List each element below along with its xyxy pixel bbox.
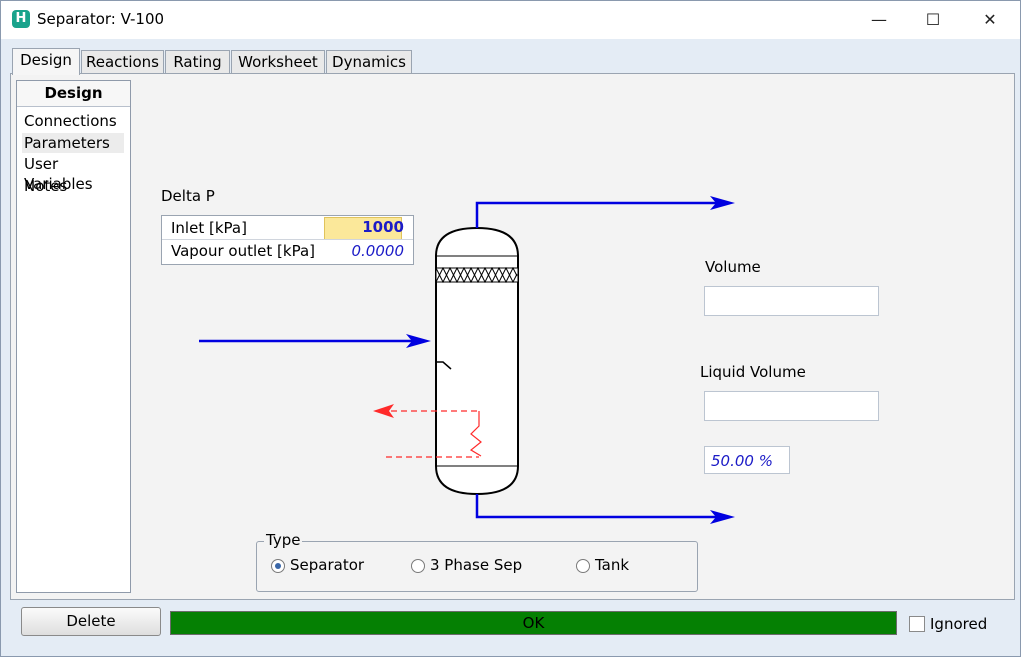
tab-rating[interactable]: Rating xyxy=(165,50,230,74)
table-divider xyxy=(162,239,413,240)
sidebar-item-user-variables[interactable]: User Variables xyxy=(24,155,93,193)
maximize-button[interactable]: ☐ xyxy=(925,10,941,29)
liquid-volume-field[interactable] xyxy=(704,391,879,421)
design-sidebar: Design Connections Parameters User Varia… xyxy=(16,80,131,593)
title-bar: H Separator: V-100 — ☐ ✕ xyxy=(1,1,1020,39)
vapour-outlet-label: Vapour outlet [kPa] xyxy=(171,242,315,260)
minimize-button[interactable]: — xyxy=(871,10,887,29)
demister-pad xyxy=(435,266,519,284)
radio-tank-label[interactable]: Tank xyxy=(595,556,630,574)
app-icon: H xyxy=(12,10,30,28)
inlet-baffle xyxy=(436,361,452,370)
vapour-outlet-stream[interactable] xyxy=(475,196,735,228)
liquid-outlet-stream[interactable] xyxy=(475,494,735,524)
type-group xyxy=(256,541,698,592)
separator-diagram xyxy=(199,196,735,524)
radio-3-phase-sep-label[interactable]: 3 Phase Sep xyxy=(430,556,523,574)
radio-separator-label[interactable]: Separator xyxy=(290,556,365,574)
volume-field[interactable] xyxy=(704,286,879,316)
vessel-shape xyxy=(435,226,519,496)
ignored-checkbox[interactable] xyxy=(909,616,925,632)
inlet-value[interactable]: 1000 xyxy=(362,218,404,236)
tab-dynamics[interactable]: Dynamics xyxy=(326,50,412,74)
sidebar-item-parameters[interactable]: Parameters xyxy=(22,133,124,153)
tab-design[interactable]: Design xyxy=(12,48,80,75)
vapour-outlet-value[interactable]: 0.0000 xyxy=(351,242,405,260)
radio-tank[interactable] xyxy=(576,559,590,573)
feed-stream[interactable] xyxy=(199,334,431,348)
close-button[interactable]: ✕ xyxy=(983,10,997,29)
radio-separator[interactable] xyxy=(271,559,285,573)
energy-stream[interactable] xyxy=(373,404,482,458)
liquid-level-percent-field[interactable]: 50.00 % xyxy=(704,446,790,474)
delta-p-title: Delta P xyxy=(161,187,215,205)
sidebar-header: Design xyxy=(17,81,130,107)
radio-3-phase-sep[interactable] xyxy=(411,559,425,573)
delete-button[interactable]: Delete xyxy=(21,607,161,636)
type-legend: Type xyxy=(264,531,303,549)
inlet-label: Inlet [kPa] xyxy=(171,219,247,237)
liquid-volume-label: Liquid Volume xyxy=(700,363,806,381)
window-title: Separator: V-100 xyxy=(37,10,165,28)
volume-label: Volume xyxy=(705,258,761,276)
status-bar: OK xyxy=(170,611,897,635)
delta-p-table: Inlet [kPa] 1000 Vapour outlet [kPa] 0.0… xyxy=(161,215,414,265)
tab-reactions[interactable]: Reactions xyxy=(81,50,164,74)
ignored-label[interactable]: Ignored xyxy=(930,615,988,633)
sidebar-item-notes[interactable]: Notes xyxy=(24,177,68,195)
sidebar-item-connections[interactable]: Connections xyxy=(24,112,117,130)
tab-worksheet[interactable]: Worksheet xyxy=(231,50,325,74)
